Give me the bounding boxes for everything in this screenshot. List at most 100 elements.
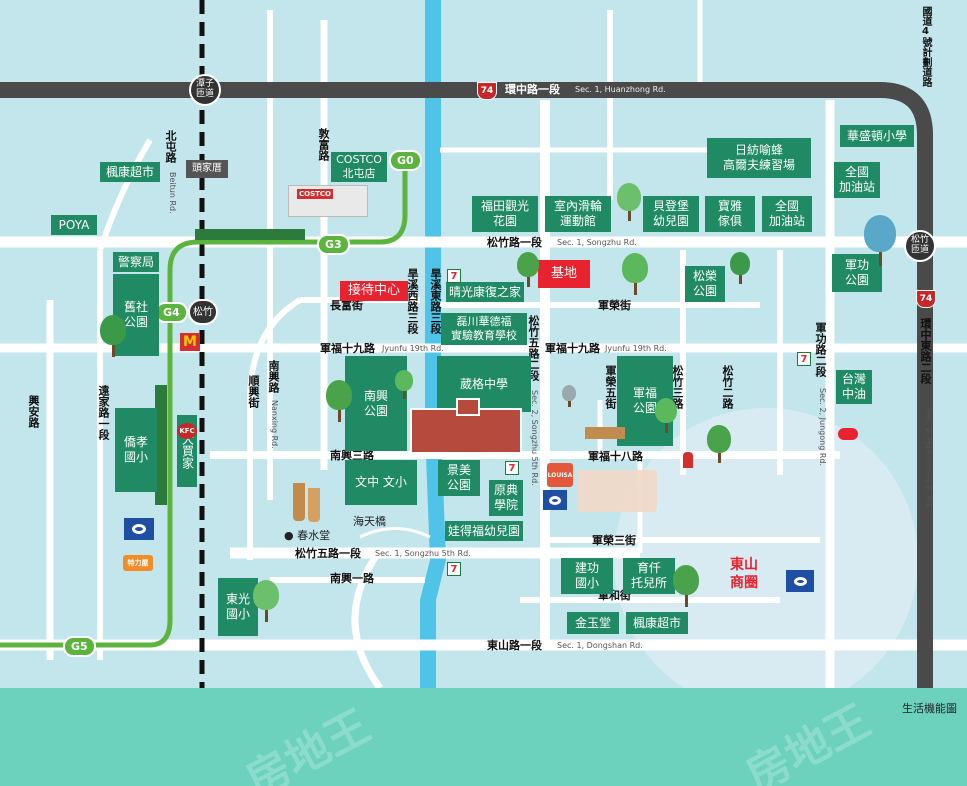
tree-icon bbox=[326, 380, 352, 422]
yuqian-nursery: 育仟 托兒所 bbox=[623, 558, 675, 594]
stop-g4: G4 bbox=[155, 302, 188, 323]
juge-high-school: 葳格中學 bbox=[437, 356, 531, 412]
kfc-logo: KFC bbox=[177, 423, 197, 439]
songzhu-ramp-marker: 松竹 匝道 bbox=[904, 230, 936, 262]
junrong-street-label: 軍榮街 bbox=[598, 299, 631, 312]
beidengbao-kindergarten: 貝登堡 幼兒園 bbox=[643, 196, 699, 232]
seven-eleven-icon-1: 7 bbox=[447, 269, 461, 283]
police-station: 警察局 bbox=[113, 252, 159, 272]
guodao4-label: 國道4號計劃道路 bbox=[920, 6, 931, 87]
jinyutang-bookstore: 金玉堂 bbox=[567, 612, 619, 634]
mcdonalds-logo: M bbox=[180, 333, 200, 351]
qiaoxiao-elementary: 僑孝 國小 bbox=[115, 408, 157, 492]
junhe-street-label: 軍和街 bbox=[598, 589, 631, 602]
seven-eleven-icon-4: 7 bbox=[797, 352, 811, 366]
site-base: 基地 bbox=[538, 260, 590, 288]
haitian-bridge-label: 海天橋 bbox=[353, 515, 386, 528]
haitian-bridge bbox=[359, 527, 431, 539]
nanxing-road-label: 南興路 bbox=[267, 360, 280, 393]
tree-icon bbox=[253, 580, 279, 622]
rifang-golf-range: 日紡喻蜂 高爾夫練習場 bbox=[707, 138, 811, 178]
costco-building: COSTCO bbox=[288, 185, 368, 217]
bubble-tea-cup-2 bbox=[308, 488, 320, 522]
tejian-logo: 特力屋 bbox=[123, 555, 153, 571]
park-bench bbox=[585, 427, 625, 439]
futian-tourist-garden: 福田觀光 花園 bbox=[472, 196, 538, 232]
junrong3-label: 軍榮三街 bbox=[592, 534, 636, 547]
nanxing3-label: 南興三路 bbox=[330, 449, 374, 462]
zaoxi-east3-label: 旱溪東路三段 bbox=[429, 268, 442, 334]
jungong2-label: 軍功路二段 bbox=[814, 322, 827, 377]
tree-icon bbox=[655, 398, 677, 434]
baoya-furniture: 寶雅 傢俱 bbox=[705, 196, 755, 232]
poya-store: POYA bbox=[51, 215, 97, 235]
watermark-2: 房地王 bbox=[737, 695, 879, 786]
dongshan-road-label: 東山路一段 bbox=[487, 639, 542, 652]
taiwan-cpc-gas: 台灣 中油 bbox=[836, 370, 872, 404]
indoor-skating-arena: 室內滑輪 運動館 bbox=[545, 196, 611, 232]
watermark-1: 房地王 bbox=[237, 700, 379, 786]
junfu18-label: 軍福十八路 bbox=[588, 450, 643, 463]
costco-beitun-label: COSTCO 北屯店 bbox=[331, 152, 387, 182]
school-building-illustration bbox=[410, 398, 522, 454]
heart-logo bbox=[838, 428, 858, 440]
map-title: 生活機能圖 bbox=[902, 702, 957, 715]
huanzhongE2-label: 環中東路二段 bbox=[919, 318, 932, 384]
footer-band: 生活機能圖 房地王 房地王 bbox=[0, 688, 967, 786]
tree-icon bbox=[730, 252, 750, 284]
fengkang-supermarket-north: 楓康超市 bbox=[100, 162, 160, 182]
jyunfu19-east-en: Jyunfu 19th Rd. bbox=[605, 344, 667, 353]
changfu-street-label: 長富街 bbox=[330, 299, 363, 312]
washington-school: 華盛頓小學 bbox=[840, 125, 914, 147]
reception-center: 接待中心 bbox=[340, 281, 408, 301]
highway-74-shield-top: 74 bbox=[477, 82, 497, 100]
dunfu-road-label: 敦富路 bbox=[317, 128, 330, 161]
tree-icon bbox=[562, 385, 576, 408]
map-base bbox=[0, 0, 967, 688]
nanxing-road-en: Nanxing Rd. bbox=[270, 400, 279, 449]
nanxing-park: 南興 公園 bbox=[345, 356, 407, 451]
huanzhong-highway bbox=[0, 82, 933, 688]
tree-icon bbox=[395, 370, 413, 399]
huanzhong-road-en: Sec. 1, Huanzhong Rd. bbox=[575, 85, 666, 94]
quanguo-gas-station-2: 全國 加油站 bbox=[834, 162, 880, 198]
songzhu5-road-label: 松竹五路一段 bbox=[295, 547, 361, 560]
tree-icon bbox=[517, 252, 539, 288]
stop-g3: G3 bbox=[317, 234, 350, 255]
songzhu-road-label: 松竹路一段 bbox=[487, 236, 542, 249]
wenzhong-wenxiao-school: 文中 文小 bbox=[345, 460, 417, 505]
seven-eleven-icon-2: 7 bbox=[505, 461, 519, 475]
carrefour-icon-east bbox=[786, 570, 814, 592]
tanzi-ramp-marker: 潭子 匝道 bbox=[189, 74, 221, 106]
jungong-park: 軍功 公園 bbox=[832, 254, 882, 292]
elevated-track-vertical bbox=[155, 385, 167, 505]
touzhacuo-station: 頭家厝 bbox=[186, 160, 228, 178]
louisa-coffee-logo: LOUISA bbox=[547, 463, 573, 487]
jyunfu19-west-label: 軍福十九路 bbox=[320, 342, 375, 355]
songzhu3-label: 松竹三路 bbox=[671, 365, 684, 409]
elevated-track bbox=[195, 229, 305, 240]
tree-icon bbox=[617, 183, 641, 222]
beitun-road-label: 北屯路 bbox=[164, 130, 177, 163]
songzhu-station: 松竹 bbox=[188, 299, 218, 325]
dongguang-elementary: 東光 國小 bbox=[218, 578, 258, 636]
dongshan-road-en: Sec. 1, Dongshan Rd. bbox=[557, 641, 643, 650]
jyunfu19-west-en: Jyunfu 19th Rd. bbox=[382, 344, 444, 353]
highway-74-shield-right: 74 bbox=[916, 290, 936, 308]
songzhu5-road-en: Sec. 1, Songzhu 5th Rd. bbox=[375, 549, 471, 558]
songzhu5-sec2-en: Sec. 2, Songzhu 5th Rd. bbox=[530, 390, 539, 486]
fengkang-supermarket-south: 楓康超市 bbox=[626, 612, 688, 634]
jingmei-park: 景美 公園 bbox=[438, 460, 480, 496]
jiangong-elementary: 建功 國小 bbox=[561, 558, 613, 594]
songzhu-road-en: Sec. 1, Songzhu Rd. bbox=[557, 238, 637, 247]
cafe-illustration bbox=[577, 470, 657, 512]
qingguang-rehab-home: 晴光康復之家 bbox=[446, 282, 524, 302]
jyunfu19-east-label: 軍福十九路 bbox=[545, 342, 600, 355]
tree-icon bbox=[100, 315, 126, 357]
quanguo-gas-station-1: 全國 加油站 bbox=[762, 196, 812, 232]
xingan-road-label: 興安路 bbox=[27, 395, 40, 428]
bubble-tea-cup-1 bbox=[293, 483, 305, 521]
junrong5-label: 軍榮五街 bbox=[604, 365, 617, 409]
chunshuitang-label: ● 春水堂 bbox=[284, 529, 331, 542]
